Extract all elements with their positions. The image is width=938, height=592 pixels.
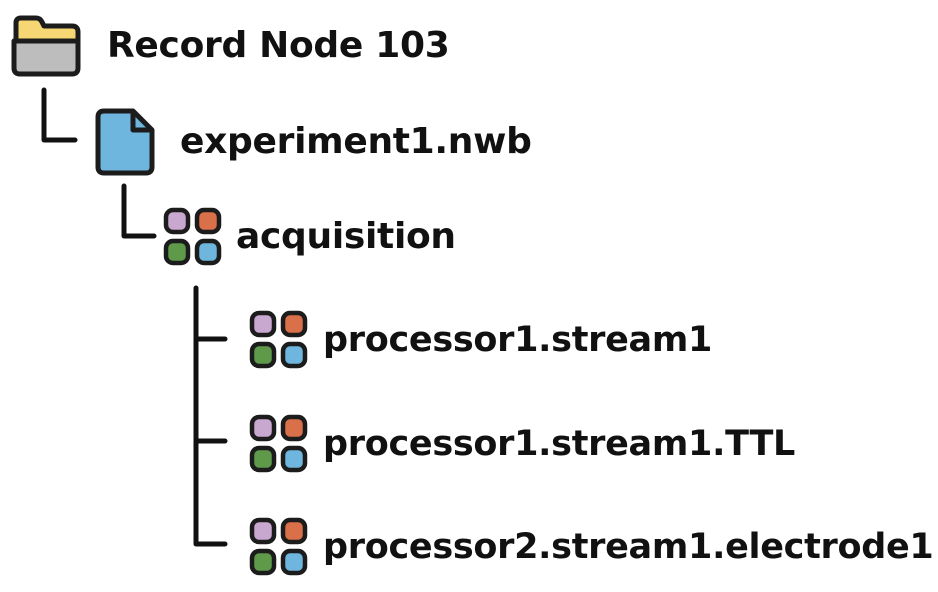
tree-node-child[interactable]: processor2.stream1.electrode1 — [249, 517, 934, 577]
tree-node-label: processor2.stream1.electrode1 — [323, 526, 934, 567]
connector-root-file — [41, 87, 78, 143]
tree-node-label: processor1.stream1.TTL — [323, 423, 796, 464]
connector-file-acq — [121, 183, 157, 239]
folder-icon — [11, 15, 81, 77]
tree-node-label: acquisition — [236, 216, 456, 257]
tree-node-record-node[interactable]: Record Node 103 — [10, 15, 450, 77]
group-grid-icon — [249, 414, 308, 473]
tree-node-label: processor1.stream1 — [323, 319, 713, 360]
tree-node-child[interactable]: processor1.stream1.TTL — [249, 414, 795, 474]
tree-node-label: Record Node 103 — [107, 25, 450, 66]
tree-node-label: experiment1.nwb — [180, 121, 532, 162]
tree-node-child[interactable]: processor1.stream1 — [249, 310, 712, 370]
tree-node-nwb-file[interactable]: experiment1.nwb — [95, 108, 532, 176]
tree-node-acquisition[interactable]: acquisition — [163, 207, 456, 267]
group-grid-icon — [249, 517, 308, 576]
group-grid-icon — [163, 207, 222, 266]
file-icon — [95, 108, 155, 176]
connector-acq-trunk — [193, 285, 228, 547]
group-grid-icon — [249, 310, 308, 369]
